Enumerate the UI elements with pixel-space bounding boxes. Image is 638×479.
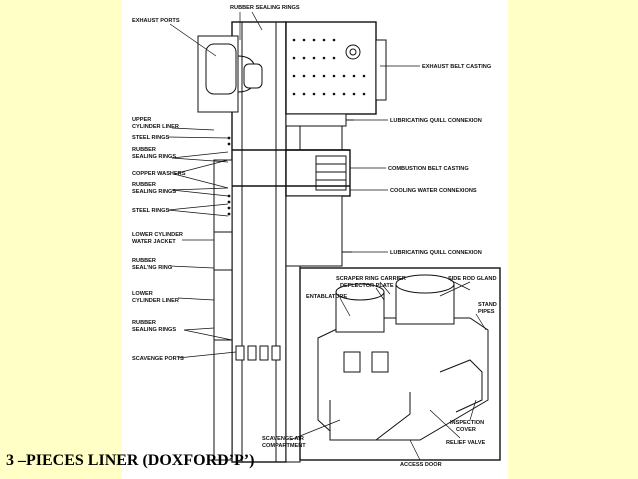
label-inspection-cover-1: INSPECTION [450,420,484,426]
label-stand-pipes-1: STAND [478,302,497,308]
label-rubber-sealing-rings-3b: SEALING RINGS [132,327,176,333]
label-lower-cylinder-liner-2: CYLINDER LINER [132,298,179,304]
label-steel-rings-upper: STEEL RINGS [132,135,169,141]
label-rubber-sealing-rings-3a: RUBBER [132,320,156,326]
upper-flange [285,113,354,151]
label-rubber-sealing-rings-1b: SEALING RINGS [132,154,176,160]
label-deflector-plate: DEFLECTOR PLATE [340,283,394,289]
label-steel-rings-lower: STEEL RINGS [132,208,169,214]
label-scavenge-ports: SCAVENGE PORTS [132,356,184,362]
label-rubber-sealing-rings-top: RUBBER SEALING RINGS [230,5,300,11]
entablature-cutaway [299,267,501,461]
combustion-belt-casting [232,149,351,197]
label-rubber-sealing-rings-1a: RUBBER [132,147,156,153]
label-access-door: ACCESS DOOR [400,462,442,468]
label-scavenge-air-compartment-1: SCAVENGE AIR [262,436,304,442]
label-lower-cylinder-water-jacket-1: LOWER CYLINDER [132,232,183,238]
label-combustion-belt-casting: COMBUSTION BELT CASTING [388,166,469,172]
label-rubber-sealing-rings-2b: SEALING RINGS [132,189,176,195]
label-inspection-cover-2: COVER [456,427,476,433]
label-rubber-sealing-ring-1: RUBBER [132,258,156,264]
scavenge-ports [235,345,281,361]
label-cooling-water-connexions: COOLING WATER CONNEXIONS [390,188,477,194]
diagram-labels: RUBBER SEALING RINGS EXHAUST PORTS EXHAU… [132,5,497,468]
label-scraper-ring-carrier: SCRAPER RING CARRIER [336,276,406,282]
label-side-rod-gland: SIDE ROD GLAND [448,276,496,282]
ring-dots [227,136,231,216]
label-rubber-sealing-ring-2: SEAL'NG RING [132,265,172,271]
label-lower-cylinder-liner-1: LOWER [132,291,153,297]
label-lubricating-quill-upper: LUBRICATING QUILL CONNEXION [390,118,482,124]
label-lower-cylinder-water-jacket-2: WATER JACKET [132,239,176,245]
label-entablature: ENTABLATURE [306,294,347,300]
exhaust-belt-casting [197,21,387,115]
leader-lines [167,11,487,461]
label-upper-cylinder-liner-2: CYLINDER LINER [132,124,179,130]
label-copper-washers: COPPER WASHERS [132,171,186,177]
figure-caption: 3 –PIECES LINER (DOXFORD’P’) [6,452,255,469]
lower-water-jacket [285,195,352,267]
label-exhaust-ports: EXHAUST PORTS [132,18,180,24]
label-lubricating-quill-lower: LUBRICATING QUILL CONNEXION [390,250,482,256]
label-rubber-sealing-rings-2a: RUBBER [132,182,156,188]
label-exhaust-belt-casting: EXHAUST BELT CASTING [422,64,491,70]
label-upper-cylinder-liner-1: UPPER [132,117,151,123]
label-relief-valve: RELIEF VALVE [446,440,486,446]
exhaust-bolts [292,38,366,96]
label-scavenge-air-compartment-2: COMPARTMENT [262,443,306,449]
label-stand-pipes-2: PIPES [478,309,495,315]
